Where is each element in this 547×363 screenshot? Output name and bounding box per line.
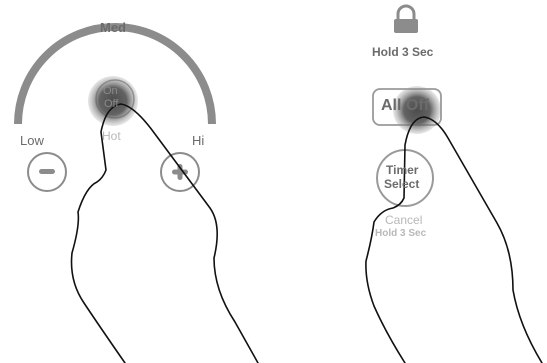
lock-icon bbox=[394, 6, 418, 33]
all-off-label: All Off bbox=[381, 98, 429, 114]
select-label: Select bbox=[384, 178, 419, 190]
off-label: Off bbox=[104, 99, 118, 110]
cancel-label: Cancel bbox=[385, 214, 422, 226]
low-label: Low bbox=[20, 134, 44, 147]
minus-button[interactable] bbox=[28, 153, 66, 191]
timer-label: Timer bbox=[386, 164, 418, 176]
hand-pointer-icon bbox=[72, 104, 259, 363]
med-label: Med bbox=[100, 21, 126, 34]
hot-label: Hot bbox=[102, 130, 121, 142]
lock-hold-caption: Hold 3 Sec bbox=[372, 46, 433, 58]
cancel-hold-caption: Hold 3 Sec bbox=[375, 229, 426, 239]
on-label: On bbox=[103, 86, 118, 97]
minus-icon bbox=[39, 169, 55, 174]
hi-label: Hi bbox=[192, 134, 204, 147]
